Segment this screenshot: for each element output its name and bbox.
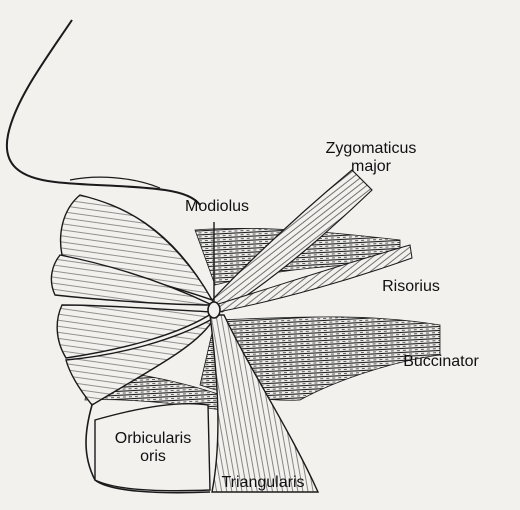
label-orbicularis-line2: oris <box>98 448 208 466</box>
label-modiolus-text: Modiolus <box>185 198 249 215</box>
label-zygomaticus-major: Zygomaticus major <box>306 140 436 176</box>
label-orbicularis-line1: Orbicularis <box>98 430 208 448</box>
label-risorius-text: Risorius <box>382 278 440 295</box>
label-buccinator-text: Buccinator <box>403 353 479 370</box>
label-modiolus: Modiolus <box>172 198 262 216</box>
modiolus-knot <box>208 302 220 318</box>
label-zygomaticus-line1: Zygomaticus <box>306 140 436 158</box>
label-buccinator: Buccinator <box>386 353 496 371</box>
label-risorius: Risorius <box>366 278 456 296</box>
label-zygomaticus-line2: major <box>306 158 436 176</box>
label-triangularis-text: Triangularis <box>222 474 305 491</box>
label-orbicularis-oris: Orbicularis oris <box>98 430 208 466</box>
label-triangularis: Triangularis <box>208 474 318 492</box>
